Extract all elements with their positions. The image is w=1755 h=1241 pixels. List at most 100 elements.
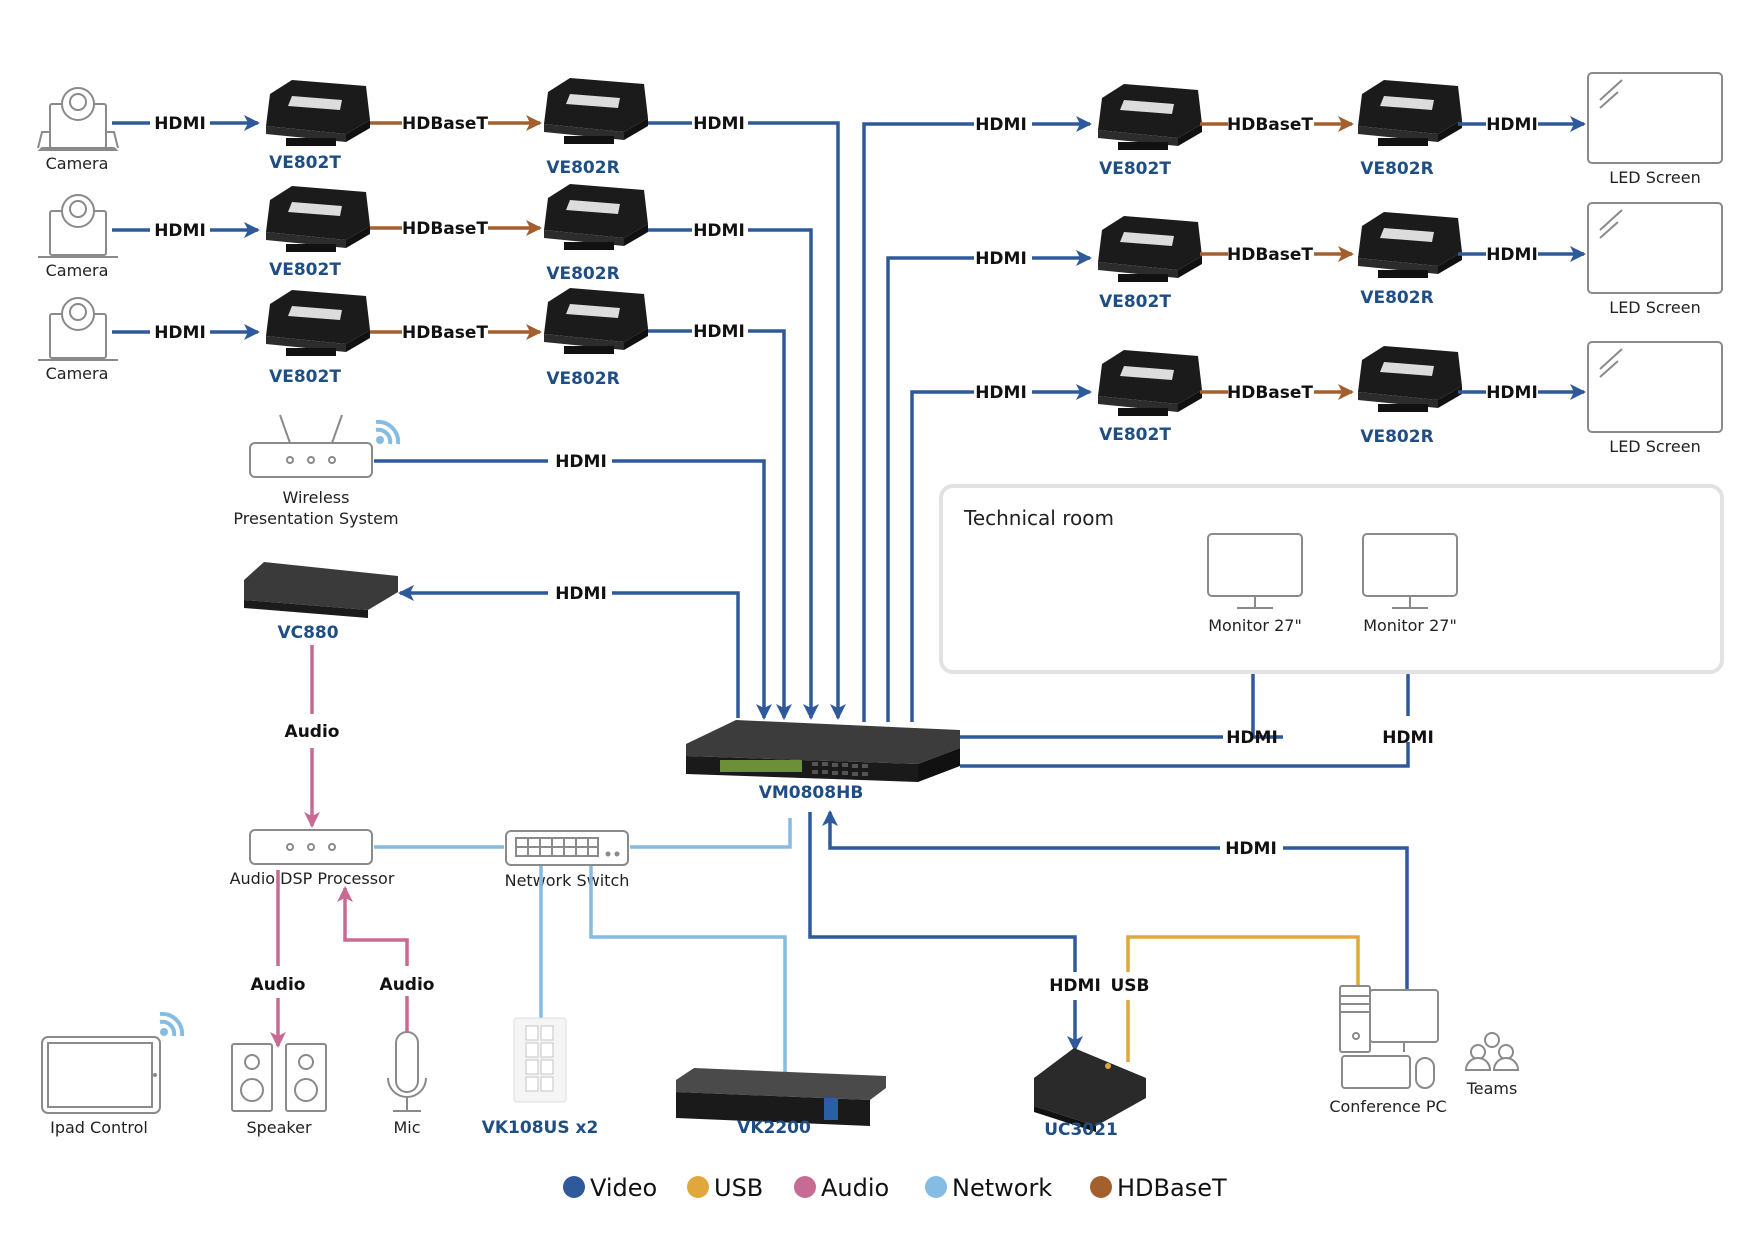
legend-swatch — [794, 1176, 816, 1198]
legend-label: Video — [590, 1174, 657, 1202]
audio-label: Audio — [285, 722, 340, 742]
legend-swatch — [925, 1176, 947, 1198]
monitor-icon — [1362, 533, 1458, 609]
network-links — [374, 818, 792, 1075]
audio-dsp-icon — [249, 829, 373, 865]
ve802t-device — [1098, 350, 1202, 416]
hdbaset-label: HDBaseT — [1227, 383, 1313, 403]
legend-swatch — [687, 1176, 709, 1198]
audio-dsp-label: Audio DSP Processor — [230, 869, 395, 888]
conference-pc-icon — [1339, 985, 1439, 1089]
hdbaset-label: HDBaseT — [402, 219, 488, 239]
hdmi-label: HDMI — [693, 221, 745, 241]
led-screen-label: LED Screen — [1609, 168, 1700, 187]
ve802r-label: VE802R — [1360, 159, 1433, 179]
speaker-icon — [231, 1043, 327, 1112]
wireless-label-line2: Presentation System — [233, 509, 398, 528]
ve802r-device — [1358, 80, 1462, 146]
ve802r-label: VE802R — [546, 158, 619, 178]
vm0808hb-device — [686, 720, 960, 782]
ve802r-label: VE802R — [546, 264, 619, 284]
ve802t-label: VE802T — [1099, 159, 1171, 179]
wifi-icon — [159, 1011, 185, 1037]
hdmi-label: HDMI — [154, 114, 206, 134]
hdmi-label: HDMI — [693, 322, 745, 342]
legend-item-audio: Audio — [794, 1174, 889, 1202]
led-screen-icon — [1587, 72, 1723, 164]
camera-icon — [38, 194, 118, 258]
hdmi-label: HDMI — [975, 115, 1027, 135]
audio-label: Audio — [380, 975, 435, 995]
ve802r-device — [1358, 212, 1462, 278]
camera-row-2: Camera — [38, 194, 118, 280]
legend-label: Network — [952, 1174, 1052, 1202]
ipad-icon — [41, 1036, 161, 1114]
legend-label: Audio — [821, 1174, 889, 1202]
output-hdmi-links — [808, 116, 1416, 1052]
camera-icon — [37, 87, 119, 151]
hdmi-label: HDMI — [555, 584, 607, 604]
hdmi-label: HDMI — [1225, 839, 1277, 859]
vm0808hb-label: VM0808HB — [759, 783, 864, 803]
vk108us-device — [513, 1017, 567, 1103]
ve802t-label: VE802T — [269, 153, 341, 173]
camera-row-1: Camera — [37, 87, 119, 173]
ve802t-label: VE802T — [269, 367, 341, 387]
ve802r-label: VE802R — [1360, 288, 1433, 308]
vc880-label: VC880 — [277, 623, 338, 643]
technical-room: Technical room Monitor 27" Monitor 27" — [939, 484, 1724, 674]
hdmi-label: HDMI — [1486, 383, 1538, 403]
ve802r-label: VE802R — [546, 369, 619, 389]
hdbaset-label: HDBaseT — [1227, 245, 1313, 265]
ve802r-device — [544, 78, 648, 144]
legend: Video USB Audio Network HDBaseT — [563, 1174, 1227, 1202]
uc3021-label: UC3021 — [1044, 1120, 1118, 1140]
camera-icon — [38, 297, 118, 361]
hdmi-label: HDMI — [154, 221, 206, 241]
hdbaset-label: HDBaseT — [402, 323, 488, 343]
hdmi-label: HDMI — [1486, 245, 1538, 265]
led-screen-label: LED Screen — [1609, 437, 1700, 456]
wifi-icon — [375, 419, 401, 445]
legend-swatch — [563, 1176, 585, 1198]
ve802r-device — [544, 184, 648, 250]
camera-label: Camera — [46, 261, 109, 280]
monitor-label: Monitor 27" — [1363, 616, 1457, 635]
monitor-icon — [1207, 533, 1303, 609]
wireless-presentation-icon — [249, 414, 373, 478]
hdmi-label: HDMI — [555, 452, 607, 472]
teams-label: Teams — [1466, 1079, 1518, 1098]
network-switch-label: Network Switch — [505, 871, 630, 890]
camera-row-3: Camera — [38, 297, 118, 383]
usb-label: USB — [1110, 976, 1149, 996]
led-screen-icon — [1587, 202, 1723, 294]
ve802t-label: VE802T — [1099, 425, 1171, 445]
legend-label: USB — [714, 1174, 763, 1202]
hdmi-label: HDMI — [975, 249, 1027, 269]
led-screen-icon — [1587, 341, 1723, 433]
led-hdmi-links — [1458, 116, 1586, 400]
ve802t-label: VE802T — [1099, 292, 1171, 312]
uc3021-device — [1034, 1048, 1146, 1132]
hdbaset-label: HDBaseT — [1227, 115, 1313, 135]
legend-item-video: Video — [563, 1174, 657, 1202]
vk2200-device — [676, 1068, 886, 1126]
vk2200-label: VK2200 — [737, 1118, 811, 1138]
legend-label: HDBaseT — [1117, 1174, 1227, 1202]
ve802r-device — [544, 288, 648, 354]
ipad-label: Ipad Control — [50, 1118, 148, 1137]
hdmi-label: HDMI — [154, 323, 206, 343]
input-hdmi-links — [374, 121, 846, 720]
hdmi-label: HDMI — [1049, 976, 1101, 996]
legend-item-usb: USB — [687, 1174, 763, 1202]
ve802r-device — [1358, 346, 1462, 412]
ve802t-device — [1098, 216, 1202, 282]
network-switch-icon — [505, 830, 629, 866]
mic-icon — [387, 1031, 427, 1112]
ve802t-device — [266, 290, 370, 356]
hdmi-label: HDMI — [1486, 115, 1538, 135]
conference-pc-label: Conference PC — [1329, 1097, 1446, 1116]
hdmi-label: HDMI — [693, 114, 745, 134]
speaker-label: Speaker — [246, 1118, 312, 1137]
